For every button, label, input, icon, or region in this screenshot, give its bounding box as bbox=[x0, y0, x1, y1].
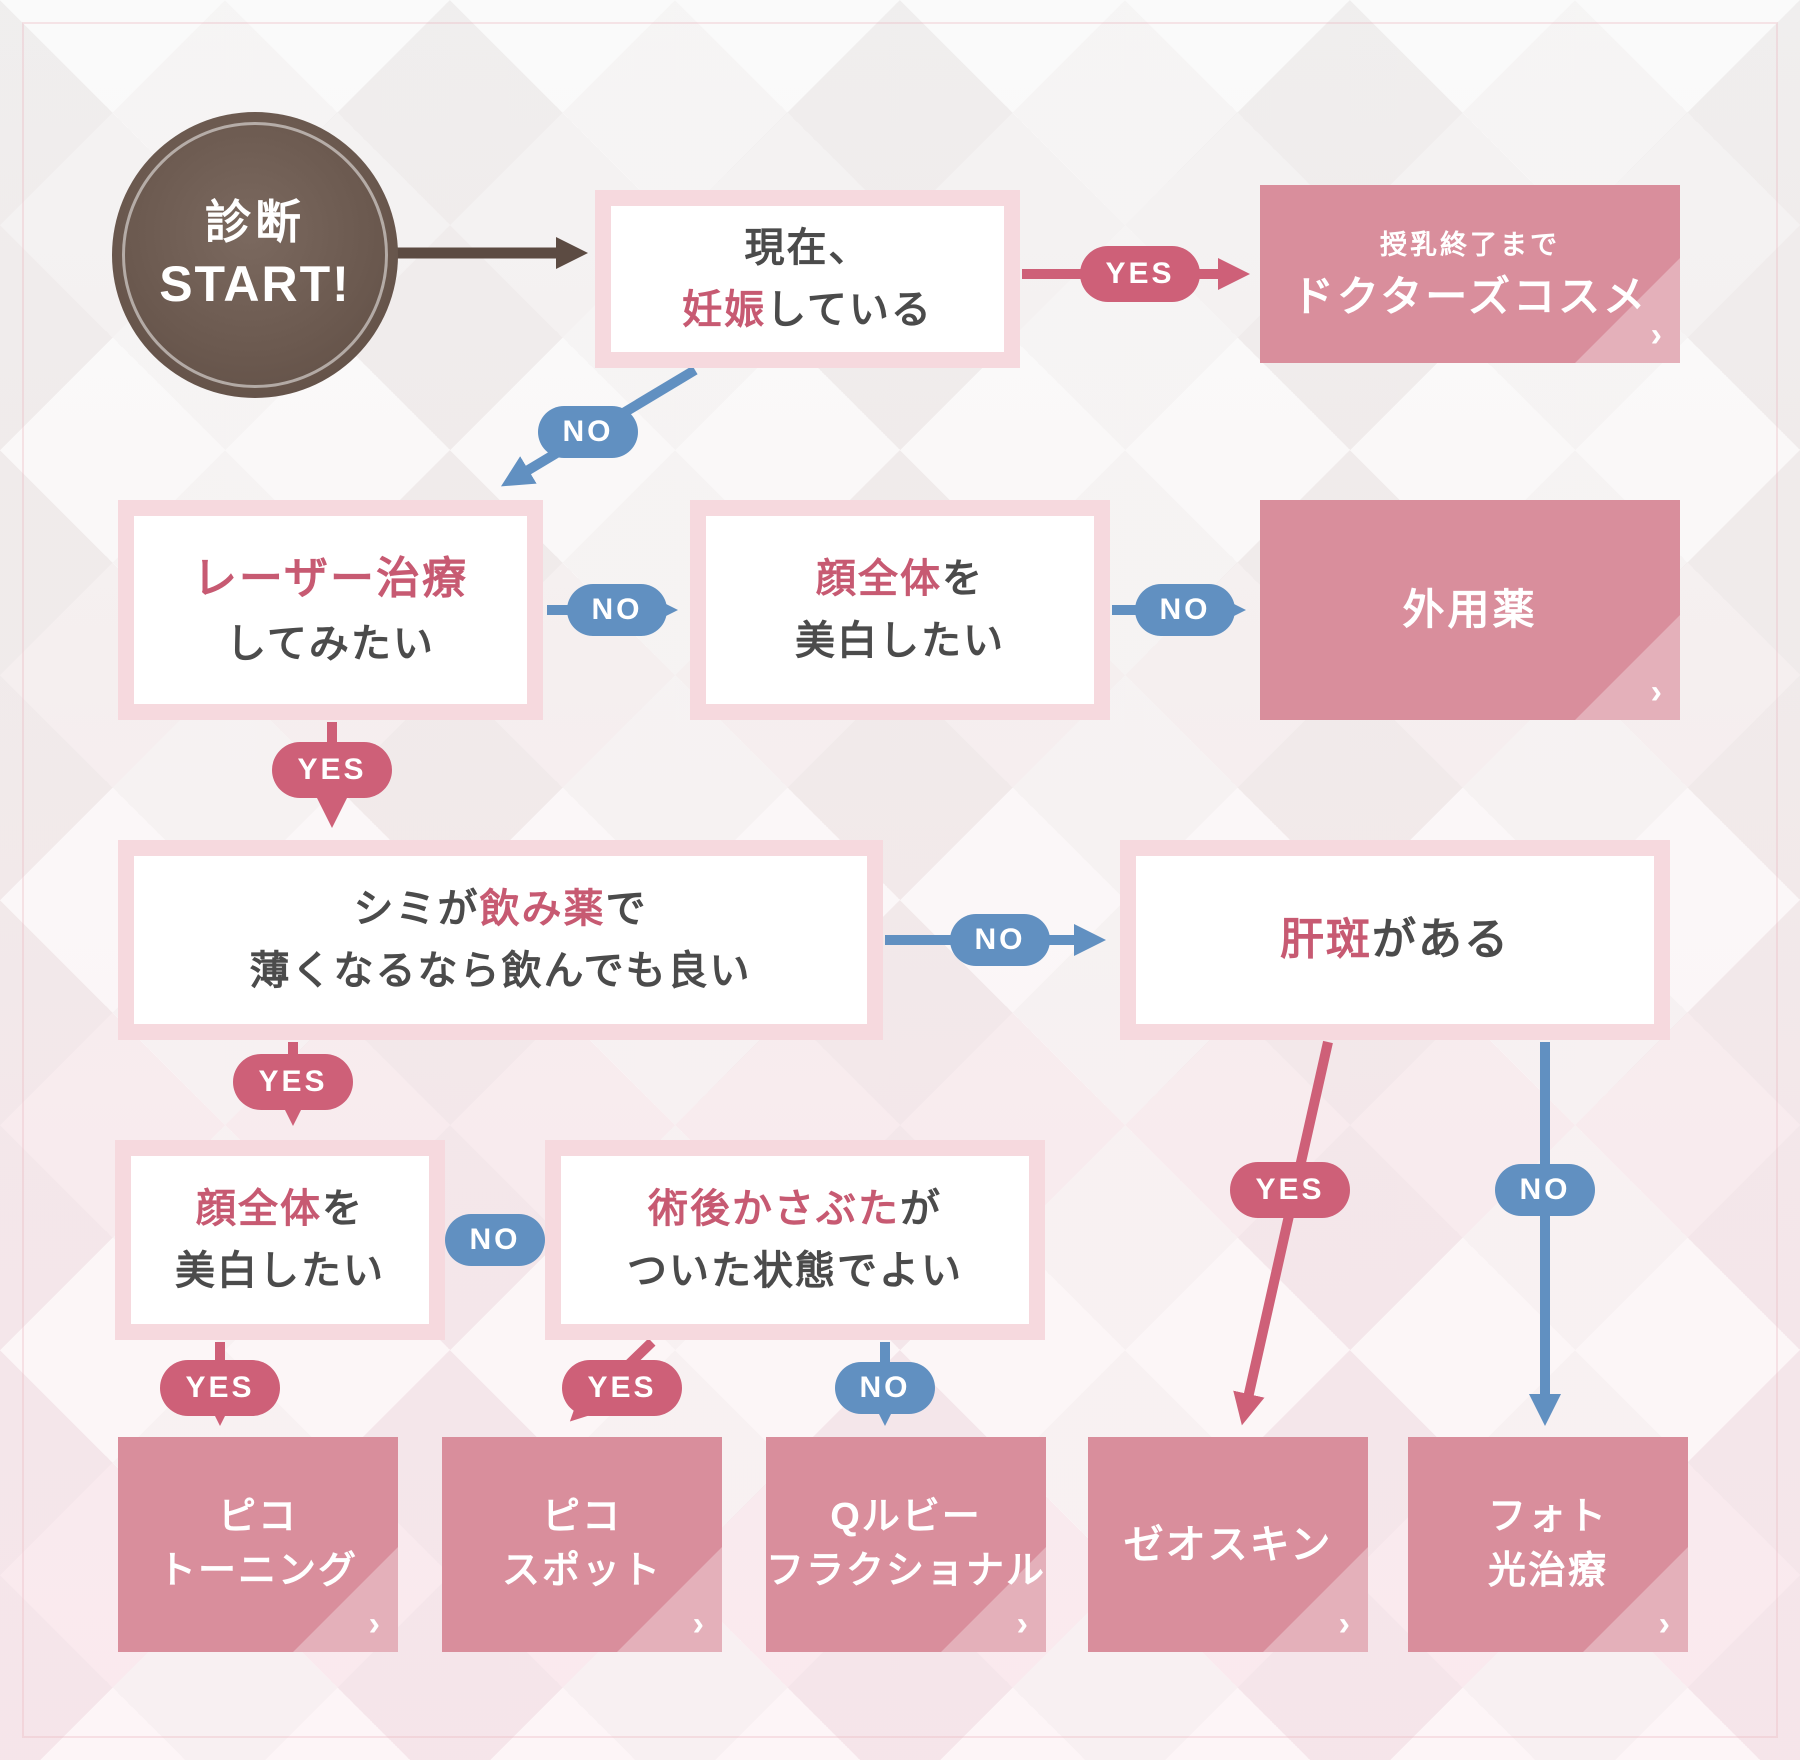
result-line: フォト bbox=[1487, 1496, 1608, 1539]
question-text: を bbox=[322, 1187, 364, 1231]
question-line: 現在、 bbox=[745, 217, 871, 279]
question-text-accent: レーザー治療 bbox=[192, 553, 469, 603]
result-line: スポット bbox=[501, 1549, 662, 1592]
question-text-accent: 肝斑 bbox=[1280, 914, 1372, 964]
question-text: ついた状態でよい bbox=[627, 1249, 963, 1293]
chevron-right-icon: › bbox=[1338, 1605, 1350, 1643]
question-text: 薄くなるなら飲んでも良い bbox=[249, 949, 752, 993]
question-line: 美白したい bbox=[795, 610, 1005, 672]
question-line: 肝斑がある bbox=[1280, 906, 1510, 974]
chevron-right-icon: › bbox=[368, 1605, 380, 1643]
result-box-topical-medicine[interactable]: 外用薬 › bbox=[1260, 500, 1680, 720]
badge-yes-q4: YES bbox=[233, 1054, 353, 1110]
start-subtitle: START! bbox=[159, 256, 351, 313]
result-line: ゼオスキン bbox=[1123, 1522, 1333, 1567]
question-text-accent: 術後かさぶた bbox=[648, 1187, 900, 1231]
result-line: Qルビー bbox=[830, 1496, 982, 1539]
question-text: 現在、 bbox=[744, 226, 871, 270]
chevron-right-icon: › bbox=[1650, 316, 1662, 354]
question-line: 美白したい bbox=[175, 1240, 385, 1302]
corner-fold bbox=[617, 1547, 722, 1652]
result-line: フラクショナル bbox=[766, 1549, 1046, 1592]
corner-fold bbox=[293, 1547, 398, 1652]
badge-no-q6: NO bbox=[445, 1214, 545, 1266]
question-text: がある bbox=[1372, 914, 1510, 964]
result-line: 光治療 bbox=[1487, 1549, 1608, 1592]
question-box-scab: 術後かさぶたが ついた状態でよい bbox=[545, 1140, 1045, 1340]
result-title: 外用薬 bbox=[1402, 585, 1538, 633]
question-text: している bbox=[766, 288, 933, 332]
question-line: 顔全体を bbox=[816, 548, 984, 610]
chevron-right-icon: › bbox=[1016, 1605, 1028, 1643]
result-line: ピコ bbox=[541, 1496, 622, 1539]
question-text: シミが bbox=[353, 887, 480, 931]
badge-yes-q6: YES bbox=[160, 1360, 280, 1416]
result-box-q-ruby-fractional[interactable]: Qルビー フラクショナル › bbox=[766, 1437, 1046, 1652]
question-box-whole-face-whitening-2: 顔全体を 美白したい bbox=[115, 1140, 445, 1340]
badge-yes-q7: YES bbox=[562, 1360, 682, 1416]
question-line: 薄くなるなら飲んでも良い bbox=[250, 940, 752, 1002]
chevron-right-icon: › bbox=[1650, 673, 1662, 711]
corner-fold bbox=[1575, 258, 1680, 363]
question-box-whole-face-whitening: 顔全体を 美白したい bbox=[690, 500, 1110, 720]
question-text: を bbox=[942, 557, 984, 601]
badge-no-q3: NO bbox=[1135, 584, 1235, 636]
corner-fold bbox=[941, 1547, 1046, 1652]
result-box-zo-skin[interactable]: ゼオスキン › bbox=[1088, 1437, 1368, 1652]
question-text: が bbox=[900, 1187, 942, 1231]
question-line: シミが飲み薬で bbox=[354, 878, 648, 940]
arrow-q5-yes bbox=[1233, 1040, 1333, 1426]
badge-no-q5: NO bbox=[1495, 1164, 1595, 1216]
question-box-laser: レーザー治療 してみたい bbox=[118, 500, 543, 720]
result-box-photo-light[interactable]: フォト 光治療 › bbox=[1408, 1437, 1688, 1652]
badge-no-q4: NO bbox=[950, 914, 1050, 966]
question-text-accent: 顔全体 bbox=[196, 1187, 322, 1231]
corner-fold bbox=[1263, 1547, 1368, 1652]
badge-no-q1: NO bbox=[538, 406, 638, 458]
badge-no-q2: NO bbox=[567, 584, 667, 636]
question-line: してみたい bbox=[226, 613, 435, 675]
corner-fold bbox=[1583, 1547, 1688, 1652]
question-line: 妊娠している bbox=[682, 279, 933, 341]
corner-fold bbox=[1575, 615, 1680, 720]
badge-yes-q2: YES bbox=[272, 742, 392, 798]
question-line: 術後かさぶたが bbox=[648, 1178, 942, 1240]
badge-no-q7: NO bbox=[835, 1362, 935, 1414]
result-line: トーニング bbox=[157, 1549, 358, 1592]
result-box-doctors-cosmetics[interactable]: 授乳終了まで ドクターズコスメ › bbox=[1260, 185, 1680, 363]
question-text: 美白したい bbox=[175, 1249, 385, 1293]
question-box-pregnant: 現在、 妊娠している bbox=[595, 190, 1020, 368]
result-note: 授乳終了まで bbox=[1380, 230, 1560, 261]
result-line: ピコ bbox=[217, 1496, 298, 1539]
question-line: ついた状態でよい bbox=[627, 1240, 963, 1302]
question-text-accent: 顔全体 bbox=[816, 557, 942, 601]
chevron-right-icon: › bbox=[692, 1605, 704, 1643]
question-line: レーザー治療 bbox=[193, 545, 468, 613]
result-box-pico-toning[interactable]: ピコ トーニング › bbox=[118, 1437, 398, 1652]
question-text-accent: 妊娠 bbox=[682, 288, 767, 332]
question-text: してみたい bbox=[226, 622, 435, 667]
question-line: 顔全体を bbox=[196, 1178, 364, 1240]
chevron-right-icon: › bbox=[1658, 1605, 1670, 1643]
question-box-melasma: 肝斑がある bbox=[1120, 840, 1670, 1040]
start-title: 診断 bbox=[205, 195, 305, 248]
question-box-oral-medicine: シミが飲み薬で 薄くなるなら飲んでも良い bbox=[118, 840, 883, 1040]
badge-yes-q5: YES bbox=[1230, 1162, 1350, 1218]
badge-yes-q1: YES bbox=[1080, 246, 1200, 302]
question-text: 美白したい bbox=[795, 619, 1005, 663]
question-text-accent: 飲み薬 bbox=[479, 887, 606, 931]
question-text: で bbox=[605, 887, 648, 931]
start-circle: 診断 START! bbox=[112, 112, 398, 398]
result-box-pico-spot[interactable]: ピコ スポット › bbox=[442, 1437, 722, 1652]
result-title: ドクターズコスメ bbox=[1291, 273, 1649, 321]
